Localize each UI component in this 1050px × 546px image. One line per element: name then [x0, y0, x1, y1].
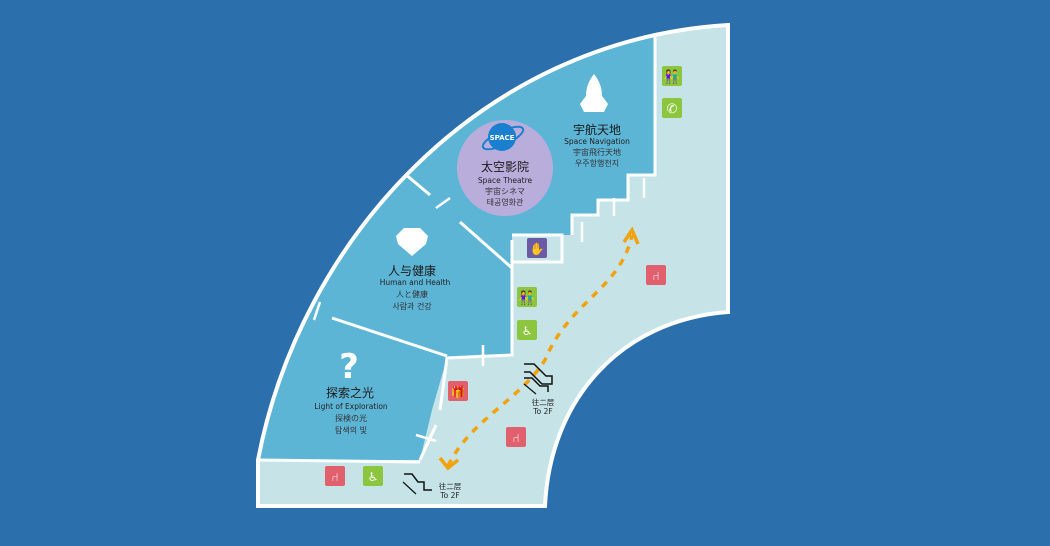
zone-title-ja: 宇宙シネマ	[485, 186, 525, 196]
down-arrow-icon	[402, 481, 417, 495]
stairs-icon	[524, 377, 549, 392]
zone-human-and-health[interactable]: 人与健康 Human and Health 人と健康 사람과 건강	[380, 228, 451, 311]
heart-icon	[396, 228, 428, 256]
zone-title-en: Light of Exploration	[314, 402, 388, 411]
zone-title-zh: 宇航天地	[573, 122, 621, 137]
escalator-to-2f[interactable]: 往二层 To 2F	[523, 363, 555, 416]
rest-area-icon[interactable]: ⑁	[325, 466, 345, 486]
svg-text:⑁: ⑁	[331, 470, 338, 484]
rest-area-icon[interactable]: ⑁	[646, 265, 666, 285]
zone-title-zh: 人与健康	[388, 263, 436, 278]
tour-route	[446, 234, 634, 467]
svg-text:👫: 👫	[664, 69, 680, 85]
zone-space-theatre[interactable]: SPACE 太空影院 Space Theatre 宇宙シネマ 태공영화관	[457, 120, 553, 216]
stairs-label-en: To 2F	[439, 491, 459, 500]
rocket-icon	[580, 74, 608, 112]
zone-space-navigation[interactable]: 宇航天地 Space Navigation 宇宙飛行天地 우주항행천지	[564, 74, 630, 168]
question-mark-icon: ?	[339, 347, 359, 387]
floor-outline	[256, 22, 730, 508]
zone-title-zh: 探索之光	[326, 386, 374, 400]
route-arrow-up-icon	[622, 226, 640, 245]
svg-text:⑁: ⑁	[512, 431, 519, 445]
zone-light-of-exploration[interactable]: ? 探索之光 Light of Exploration 探検の光 탐색의 빛	[314, 347, 388, 435]
svg-text:⑁: ⑁	[652, 269, 659, 283]
zone-title-zh: 太空影院	[481, 159, 529, 174]
zone-title-en: Space Theatre	[478, 176, 533, 185]
entrance-arrows	[312, 178, 646, 443]
accessible-elevator-icon[interactable]: ♿	[517, 320, 537, 340]
walls	[258, 25, 657, 464]
stairs-to-2f[interactable]: 往二层 To 2F	[402, 473, 462, 500]
restroom-icon[interactable]: 👫	[662, 66, 682, 86]
zone-title-ja: 宇宙飛行天地	[573, 147, 621, 157]
accessible-elevator-icon[interactable]: ♿	[363, 466, 383, 486]
information-icon[interactable]: ✋	[527, 238, 547, 258]
stairs-icon	[404, 473, 432, 491]
svg-text:👫: 👫	[519, 290, 535, 306]
space-logo-icon	[488, 123, 516, 151]
zone-title-en: Human and Health	[380, 278, 451, 287]
zone-title-ko: 태공영화관	[487, 197, 524, 207]
escalator-label-zh: 往二层	[532, 397, 555, 407]
restroom-icon[interactable]: 👫	[517, 287, 537, 307]
zone-title-ko: 탐색의 빛	[335, 425, 367, 435]
rest-area-icon[interactable]: ⑁	[506, 427, 526, 447]
zone-title-ja: 人と健康	[396, 289, 428, 299]
svg-text:✋: ✋	[530, 242, 545, 256]
gift-shop-icon[interactable]: 🎁	[448, 381, 468, 401]
telephone-icon[interactable]: ✆	[662, 98, 682, 118]
svg-text:🎁: 🎁	[451, 385, 466, 399]
zone-title-en: Space Navigation	[564, 137, 630, 146]
zone-title-ko: 우주항행천지	[575, 158, 619, 168]
svg-text:♿: ♿	[522, 324, 533, 338]
zone-title-ko: 사람과 건강	[392, 301, 432, 311]
zone-title-ja: 探検の光	[335, 413, 367, 423]
stairs-label-zh: 往二层	[439, 481, 462, 491]
escalator-icon	[524, 363, 553, 385]
escalator-label-en: To 2F	[532, 407, 552, 416]
svg-text:♿: ♿	[368, 470, 379, 484]
svg-text:✆: ✆	[667, 102, 678, 117]
space-logo-text: SPACE	[490, 134, 515, 142]
down-arrow-icon	[523, 383, 537, 395]
route-arrow-down-icon	[438, 456, 460, 471]
